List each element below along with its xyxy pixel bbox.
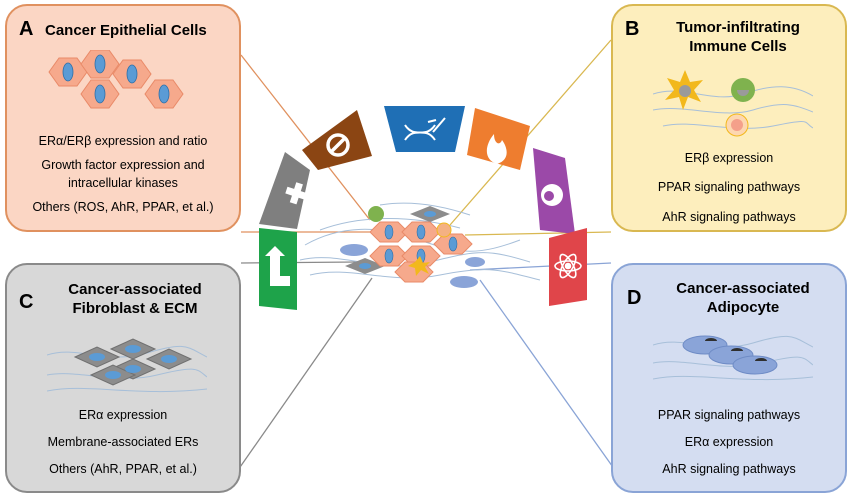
central-dendritic-cell — [408, 256, 430, 276]
panel-a-line-4: Others (ROS, AhR, PPAR, et al.) — [32, 200, 214, 214]
panel-title-b-line-2: Immune Cells — [689, 38, 787, 55]
panel-cancer-associated-adipocyte: D Cancer-associated Adipocyte PPAR signa… — [611, 263, 847, 493]
panel-d-line-1: PPAR signaling pathways — [657, 408, 801, 422]
panel-title-d-line-2: Adipocyte — [706, 299, 780, 316]
hallmark-invasion-metastasis[interactable] — [549, 228, 587, 306]
panel-c-line-1: ERα expression — [78, 408, 168, 422]
hallmark-tumor-inflammation[interactable] — [467, 108, 530, 170]
central-fibroblast-2-nucleus — [424, 211, 436, 217]
hallmark-proliferative-signaling[interactable] — [259, 228, 297, 310]
central-lymphocyte — [436, 222, 452, 238]
panel-b-line-1: ERβ expression — [684, 151, 774, 165]
proliferative-signaling-icon — [265, 246, 290, 286]
panel-b-line-3: AhR signaling pathways — [662, 210, 796, 224]
panel-title-c-line-2: Fibroblast & ECM — [72, 300, 198, 317]
panel-title-d-line-1: Cancer-associated — [676, 280, 810, 297]
panel-c-line-2: Membrane-associated ERs — [47, 435, 199, 449]
connector-line-b-lower — [464, 231, 612, 236]
panel-a-line-3: intracellular kinases — [68, 176, 178, 190]
panel-cancer-epithelial-cells: A Cancer Epithelial Cells ERα/ERβ expres… — [5, 4, 241, 232]
connector-line-d-lower — [479, 279, 616, 471]
connector-line-c — [240, 261, 359, 264]
connector-line-c-lower — [237, 277, 373, 471]
hallmark-growth-suppressor-evasion[interactable] — [259, 152, 310, 229]
panel-cancer-associated-fibroblast-ecm: C Cancer-associated Fibroblast & ECM ERα… — [5, 263, 241, 493]
central-epithelial-nuclei — [384, 224, 458, 264]
connector-line-d — [469, 262, 612, 271]
panel-d-line-3: AhR signaling pathways — [662, 462, 796, 476]
panel-a-line-1: ERα/ERβ expression and ratio — [38, 134, 208, 148]
panel-title-c-line-1: Cancer-associated — [68, 281, 202, 298]
panel-tumor-infiltrating-immune-cells: B Tumor-infiltrating Immune Cells ERβ ex… — [611, 4, 847, 232]
central-fibroblast-1-nucleus — [359, 263, 371, 269]
fibroblast-illustration — [47, 338, 207, 393]
panel-title-b-line-1: Tumor-infiltrating — [676, 19, 800, 36]
hallmark-energy-metabolism[interactable] — [533, 148, 575, 234]
genome-instability-icon — [404, 117, 446, 141]
central-macrophage — [368, 206, 384, 222]
invasion-metastasis-icon — [554, 253, 582, 279]
central-adipocyte-2 — [450, 276, 478, 288]
central-adipocyte-3 — [465, 257, 485, 267]
panel-letter-a: A — [19, 18, 34, 40]
immune-cells-illustration — [653, 70, 813, 137]
cell-death-resistance-icon — [326, 133, 350, 157]
panel-b-line-2: PPAR signaling pathways — [657, 180, 801, 194]
connector-line-a — [240, 54, 371, 221]
panel-d-line-2: ERα expression — [684, 435, 774, 449]
central-adipocyte-1 — [340, 244, 368, 256]
energy-metabolism-icon — [541, 184, 563, 206]
growth-suppressor-evasion-icon — [285, 182, 308, 205]
connector-line-b — [449, 39, 612, 226]
hallmark-genome-instability[interactable] — [384, 106, 465, 152]
tumor-inflammation-icon — [486, 134, 507, 164]
panel-c-line-3: Others (AhR, PPAR, et al.) — [49, 462, 197, 476]
panel-letter-c: C — [19, 291, 34, 313]
panel-letter-b: B — [625, 18, 640, 40]
hallmark-cell-death-resistance[interactable] — [302, 110, 372, 170]
epithelial-cells-illustration — [48, 50, 184, 109]
hallmark-arc — [259, 106, 587, 310]
panel-title-a: Cancer Epithelial Cells — [45, 22, 207, 39]
adipocyte-illustration — [653, 335, 813, 381]
panel-letter-d: D — [627, 287, 642, 309]
panel-a-line-2: Growth factor expression and — [41, 158, 205, 172]
central-tumor-cluster — [340, 206, 485, 288]
